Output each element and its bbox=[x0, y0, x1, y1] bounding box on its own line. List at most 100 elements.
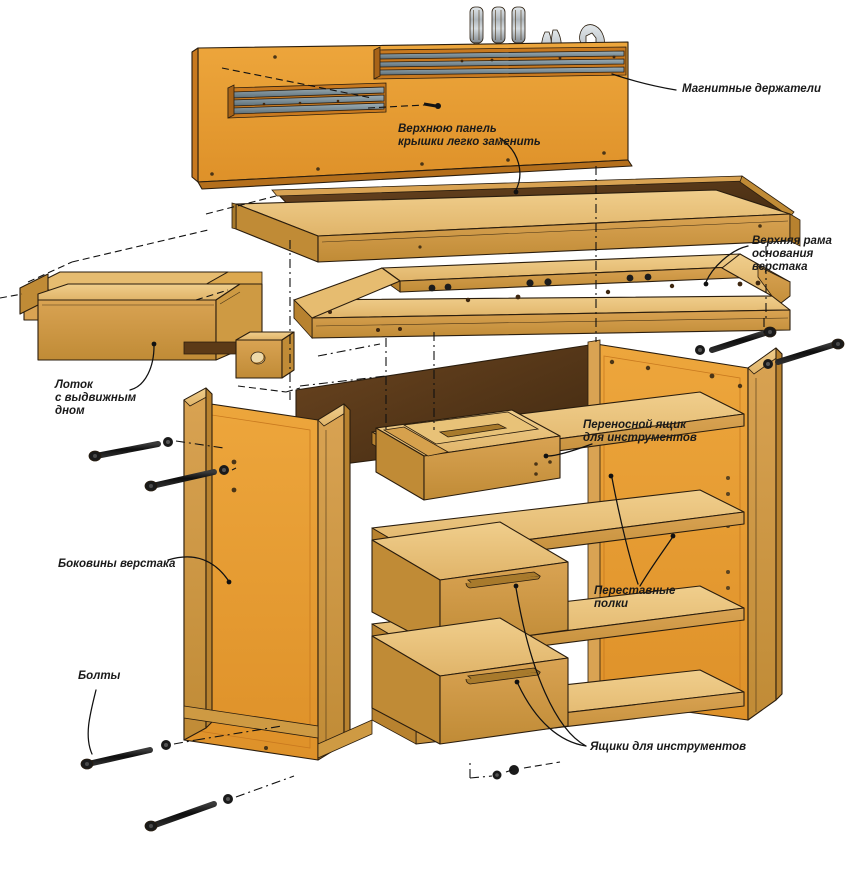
left-front-leg bbox=[317, 403, 345, 761]
assembly-guide-line bbox=[173, 739, 197, 745]
tool-box-front bbox=[423, 435, 561, 501]
tray-assembly bbox=[0, 229, 295, 393]
strip-mount-screw bbox=[423, 102, 441, 109]
tool-box-divider-left bbox=[382, 426, 450, 457]
frame-bolt-hole bbox=[605, 289, 611, 295]
panel-screw-hole bbox=[273, 55, 277, 59]
worktop-rail-left-edge bbox=[231, 202, 237, 230]
frame-bolt-hole bbox=[465, 297, 471, 303]
leader-top-panel bbox=[499, 137, 521, 191]
drawer-lower bbox=[371, 617, 569, 745]
upper-base-frame bbox=[293, 253, 791, 340]
leader-bolts bbox=[87, 689, 97, 755]
left-rear-leg-edge bbox=[205, 387, 213, 729]
label-bolts: Болты bbox=[78, 670, 121, 682]
right-front-leg-edge bbox=[775, 347, 783, 701]
assembly-guide-line bbox=[237, 385, 287, 393]
frame-screw-hole bbox=[376, 328, 380, 332]
worktop-right-endcap bbox=[789, 213, 801, 247]
left-front-leg-edge bbox=[343, 403, 351, 745]
bolt bbox=[144, 775, 295, 832]
tray-front-wall-top bbox=[37, 283, 241, 301]
assembly-guide-line bbox=[505, 769, 513, 773]
backboard-panel-bottom-edge bbox=[197, 159, 633, 190]
panel-screw-hole bbox=[506, 158, 510, 162]
label-magnetic-holders: Магнитные держатели bbox=[682, 83, 821, 95]
side-panel-hole bbox=[264, 746, 268, 750]
right-front-leg bbox=[747, 347, 777, 721]
frame-bolt-hole bbox=[755, 280, 761, 286]
bolt-group bbox=[80, 318, 845, 832]
leader-tray bbox=[129, 345, 155, 391]
frame-screw-hole bbox=[328, 310, 332, 314]
cabinet-assembly bbox=[183, 339, 783, 761]
tray-bottom-finger-hole bbox=[250, 351, 266, 365]
base-frame-left-rail-face bbox=[293, 299, 313, 340]
frame-screw-hole bbox=[398, 327, 402, 331]
backboard-assembly bbox=[191, 6, 633, 190]
side-panel-hole bbox=[709, 373, 715, 379]
frame-bolt-hole bbox=[737, 281, 743, 287]
bolt bbox=[144, 465, 237, 492]
bolt bbox=[695, 318, 777, 355]
frame-bolt-head bbox=[428, 284, 436, 292]
panel-screw-hole bbox=[420, 162, 424, 166]
cabinet-bottom-stretcher-left bbox=[317, 719, 373, 759]
panel-screw-hole bbox=[210, 172, 214, 176]
assembly-guides bbox=[205, 166, 767, 430]
frame-bolt-hole bbox=[669, 283, 675, 289]
assembly-guide-line bbox=[175, 440, 225, 449]
assembly-guide-line bbox=[523, 761, 561, 769]
assembly-guide-line bbox=[235, 775, 295, 798]
side-panel-hole bbox=[737, 383, 743, 389]
tray-slide-groove bbox=[183, 341, 241, 355]
frame-bolt-head bbox=[526, 279, 534, 287]
assembly-guide-line bbox=[0, 293, 23, 299]
tool-box-screw-hole bbox=[548, 460, 552, 464]
label-tray-sliding-bottom: Лоток с выдвижным дном bbox=[54, 379, 139, 417]
leader-shelf-middle bbox=[639, 537, 673, 587]
tool-box-screw-hole bbox=[534, 472, 538, 476]
panel-screw-hole bbox=[602, 151, 606, 155]
assembly-guide-line bbox=[195, 725, 283, 741]
leader-shelf-upper bbox=[611, 477, 639, 585]
label-adjustable-shelves: Переставные полки bbox=[594, 585, 679, 610]
assembly-guide-line bbox=[195, 289, 229, 301]
leader-tool-box bbox=[547, 443, 593, 457]
side-panel-hole bbox=[231, 487, 237, 493]
label-upper-base-frame: Верхняя рама основания верстака bbox=[752, 235, 835, 273]
side-panel-hole bbox=[609, 359, 615, 365]
frame-bolt-head bbox=[544, 278, 552, 286]
assembly-guide-line bbox=[367, 104, 425, 109]
label-tool-drawers: Ящики для инструментов bbox=[589, 741, 746, 753]
side-panel-hole bbox=[645, 365, 651, 371]
frame-bolt-head bbox=[644, 273, 652, 281]
assembly-guide-line bbox=[71, 229, 209, 263]
label-workbench-sides: Боковины верстака bbox=[58, 558, 176, 570]
magnetic-strip-spare bbox=[227, 82, 387, 119]
panel-screw-hole bbox=[316, 167, 320, 171]
backboard-panel-edge bbox=[191, 47, 199, 183]
label-replaceable-top-panel: Верхнюю панель крышки легко заменить bbox=[398, 123, 541, 148]
label-portable-tool-box: Переносной ящик для инструментов bbox=[583, 419, 697, 444]
assembly-guide-line bbox=[231, 467, 237, 471]
leader-side-panels bbox=[167, 556, 229, 581]
tray-bottom-panel-end bbox=[281, 331, 295, 379]
frame-bolt-hole bbox=[515, 294, 521, 300]
tool-box-screw-hole bbox=[534, 462, 538, 466]
leader-base-frame bbox=[705, 245, 749, 283]
leader-drawer-lower bbox=[517, 683, 587, 747]
bolt bbox=[88, 437, 225, 462]
left-rear-leg bbox=[183, 387, 207, 741]
assembly-guide-line bbox=[469, 775, 493, 779]
frame-bolt-head bbox=[626, 274, 634, 282]
bolt-washer-pair-bottom bbox=[469, 761, 561, 780]
frame-bolt-head bbox=[444, 283, 452, 291]
assembly-guide-line bbox=[27, 261, 73, 283]
assembly-guide-line bbox=[221, 67, 373, 99]
bolt bbox=[763, 338, 845, 369]
left-panel-bottom-rail bbox=[183, 705, 319, 739]
side-panel-hole bbox=[231, 459, 237, 465]
